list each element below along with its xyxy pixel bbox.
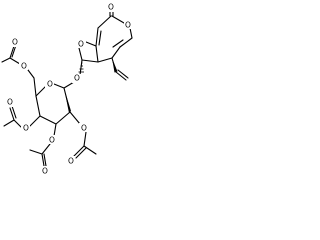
wedge-bond bbox=[112, 58, 118, 73]
bond bbox=[117, 69, 129, 79]
atom-label: O bbox=[68, 157, 74, 166]
chemical-structure-diagram: O O O O O O O O O O O O O bbox=[1, 3, 133, 176]
bond bbox=[55, 111, 71, 125]
bond bbox=[41, 153, 45, 167]
bond bbox=[13, 119, 23, 129]
bond bbox=[83, 131, 87, 147]
bond bbox=[73, 145, 85, 157]
bond bbox=[97, 15, 112, 29]
stereo-bonds bbox=[64, 58, 118, 113]
bond bbox=[95, 27, 99, 47]
atom-labels: O O O O O O O O O O O O O bbox=[5, 3, 133, 176]
atom-label: O bbox=[7, 98, 13, 107]
bond bbox=[3, 119, 15, 127]
bond bbox=[43, 153, 47, 167]
atom-label: O bbox=[49, 136, 55, 145]
atom-label: O bbox=[23, 124, 29, 133]
atom-label: O bbox=[108, 3, 114, 12]
bond bbox=[119, 37, 133, 48]
atom-label: O bbox=[78, 40, 84, 49]
bond bbox=[53, 83, 65, 89]
atom-label: O bbox=[81, 124, 87, 133]
bond bbox=[112, 39, 124, 48]
bond bbox=[85, 41, 97, 47]
bond bbox=[29, 149, 43, 155]
bond bbox=[11, 105, 17, 119]
bond bbox=[9, 57, 21, 65]
hashed-bond bbox=[78, 62, 84, 73]
bond bbox=[35, 85, 47, 97]
bond bbox=[129, 27, 133, 39]
bond bbox=[1, 57, 11, 63]
bond bbox=[115, 71, 127, 81]
bond bbox=[69, 111, 81, 125]
bond bbox=[111, 15, 125, 24]
bond bbox=[79, 59, 83, 76]
bond bbox=[29, 115, 41, 127]
bond bbox=[33, 77, 37, 97]
bond bbox=[97, 57, 113, 63]
bond bbox=[9, 107, 15, 121]
atom-label: O bbox=[42, 167, 48, 176]
atom-label: O bbox=[74, 74, 80, 83]
bond bbox=[41, 143, 51, 155]
bond bbox=[35, 95, 41, 117]
bond bbox=[27, 69, 35, 79]
wedge-bond bbox=[64, 88, 71, 113]
bond bbox=[81, 59, 99, 63]
bond bbox=[39, 115, 57, 125]
bond bbox=[75, 147, 87, 159]
bonds bbox=[1, 8, 133, 167]
bond bbox=[9, 45, 15, 59]
bond bbox=[98, 30, 102, 46]
atom-label: O bbox=[21, 62, 27, 71]
bond bbox=[83, 145, 97, 155]
atom-label: O bbox=[125, 21, 131, 30]
bond bbox=[95, 45, 99, 63]
atom-label: O bbox=[12, 38, 18, 47]
bond bbox=[111, 46, 121, 59]
bond bbox=[53, 123, 57, 137]
bond bbox=[78, 47, 83, 61]
atom-label: O bbox=[47, 80, 53, 89]
